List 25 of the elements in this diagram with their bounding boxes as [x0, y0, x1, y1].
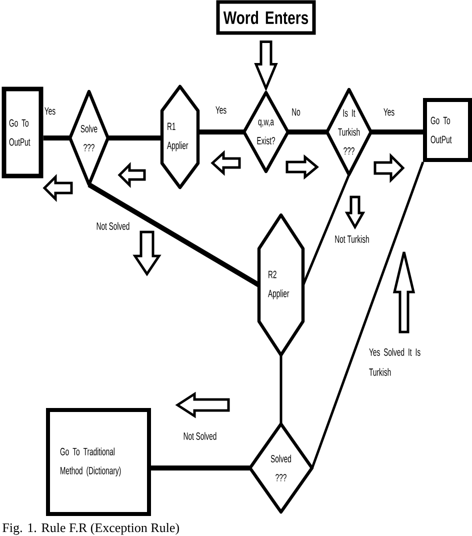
- start-box: Word Enters: [216, 0, 316, 35]
- process-box: Go To Traditional Method (Dictionary): [46, 408, 151, 516]
- process-hexagon: R2 Applier: [257, 213, 305, 357]
- output-box: Go To OutPut: [2, 86, 44, 178]
- edge-label: Yes: [43, 106, 57, 116]
- connector-line: [151, 466, 250, 470]
- caption: Fig. 1. Rule F.R (Exception Rule): [2, 522, 179, 535]
- connector-line: [371, 130, 423, 134]
- edge-label: Yes Solved It Is Turkish: [368, 347, 422, 377]
- connector-line: [88, 182, 260, 288]
- edge-label: Yes: [382, 107, 396, 117]
- connector-line: [43, 136, 70, 140]
- connector-line: [108, 136, 162, 140]
- connector-line: [198, 130, 244, 134]
- connector-line: [311, 162, 424, 468]
- process-hexagon: R1 Applier: [160, 84, 200, 190]
- edge-label: Yes: [214, 105, 228, 115]
- output-box: Go To OutPut: [423, 98, 472, 162]
- connector-line: [280, 355, 282, 424]
- edge-label: No: [290, 107, 302, 117]
- connector-line: [302, 174, 350, 286]
- edge-label: Not Turkish: [334, 234, 370, 244]
- edge-label: Not Solved: [182, 431, 218, 441]
- connector-line: [288, 130, 327, 134]
- edge-label: Not Solved: [95, 221, 131, 231]
